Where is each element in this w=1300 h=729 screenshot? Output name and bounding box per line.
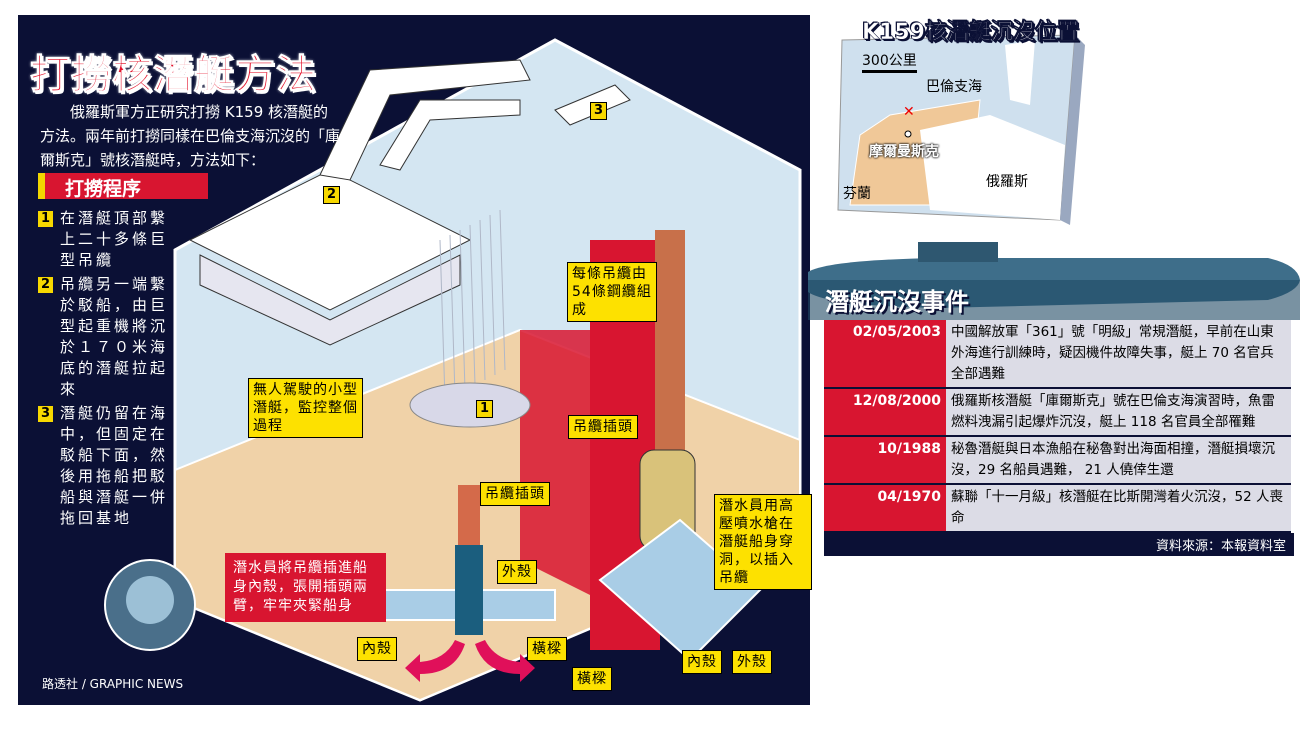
incident-description: 俄羅斯核潛艇「庫爾斯克」號在巴倫支海演習時，魚雷燃料洩漏引起爆炸沉沒，艇上 11… xyxy=(946,388,1291,437)
callout-beam: 橫樑 xyxy=(527,637,567,661)
submarine-illustration xyxy=(808,242,1300,320)
map-title: K159核潛艇沉沒位置 xyxy=(862,20,1079,46)
data-source: 資料來源：本報資料室 xyxy=(824,533,1294,556)
incident-date: 12/08/2000 xyxy=(824,388,946,437)
step-text: 在潛艇頂部繫上二十多條巨型吊纜 xyxy=(60,209,169,269)
step-text: 潛艇仍留在海中，但固定在駁船下面，然後用拖船把駁船與潛艇一併拖回基地 xyxy=(60,404,169,527)
intro-text: 俄羅斯軍方正研究打撈 K159 核潛艇的方法。兩年前打撈同樣在巴倫支海沉沒的「庫… xyxy=(40,103,341,169)
callout-inner-hull: 內殼 xyxy=(682,650,722,674)
callout-diver-insert: 潛水員將吊纜插進船身內殼，張開插頭兩臂，牢牢夾緊船身 xyxy=(225,553,386,622)
callout-rov: 無人駕駛的小型潛艇，監控整個過程 xyxy=(248,378,363,438)
cranes xyxy=(319,59,531,181)
map-label-sea: 巴倫支海 xyxy=(926,79,982,95)
seabed-red-wall-2 xyxy=(520,330,600,600)
location-map: ✕ xyxy=(837,34,1085,225)
cables xyxy=(439,209,506,401)
incidents-heading: 潛艇沉沒事件 xyxy=(825,288,969,316)
step-number: 2 xyxy=(38,277,53,293)
incident-date: 04/1970 xyxy=(824,484,946,533)
marker-2: 2 xyxy=(323,186,340,204)
marker-3: 3 xyxy=(590,102,607,120)
submarine-seabed xyxy=(409,382,531,428)
callout-outer-hull: 外殼 xyxy=(732,650,772,674)
page-title: 打撈核潛艇方法 xyxy=(30,52,317,99)
section-heading: 打撈程序 xyxy=(38,173,208,200)
map-label-finland: 芬蘭 xyxy=(843,186,871,202)
step-text: 吊纜另一端繫於駁船，由巨型起重機將沉於１７０米海底的潛艇拉起來 xyxy=(60,275,169,398)
step-number: 1 xyxy=(38,211,53,227)
map-scale: 300公里 xyxy=(862,50,917,73)
incident-date: 10/1988 xyxy=(824,436,946,485)
callout-plug: 吊纜插頭 xyxy=(480,482,550,506)
plug-shaft xyxy=(455,545,483,635)
callout-diver-drill: 潛水員用高壓噴水槍在潛艇船身穿洞，以插入吊纜 xyxy=(714,494,812,590)
crash-marker-icon: ✕ xyxy=(903,104,915,120)
step-number: 3 xyxy=(38,406,53,422)
callout-plug: 吊纜插頭 xyxy=(568,415,638,439)
incident-description: 秘魯潛艇與日本漁船在秘魯對出海面相撞，潛艇損壞沉沒，29 名船員遇難， 21 人… xyxy=(946,436,1291,485)
callout-cables: 每條吊纜由54條鋼纜組成 xyxy=(567,262,657,322)
credit: 路透社 / GRAPHIC NEWS xyxy=(42,677,184,691)
map-label-russia: 俄羅斯 xyxy=(986,174,1028,190)
incident-date: 02/05/2003 xyxy=(824,320,946,389)
marker-1: 1 xyxy=(476,400,493,418)
arrow-left-icon xyxy=(405,640,465,682)
callout-inner-hull: 內殼 xyxy=(357,637,397,661)
diver-illustration xyxy=(104,559,196,651)
callout-outer-hull: 外殼 xyxy=(497,560,537,584)
arrow-right-icon xyxy=(475,640,535,682)
barge-hull xyxy=(199,254,461,346)
map-label-city: 摩爾曼斯克 xyxy=(869,144,939,160)
callout-beam: 橫樑 xyxy=(572,667,612,691)
incident-description: 蘇聯「十一月級」核潛艇在比斯開灣着火沉沒，52 人喪命 xyxy=(946,484,1291,533)
incident-description: 中國解放軍「361」號「明級」常規潛艇，早前在山東外海進行訓練時，疑因機件故障失… xyxy=(946,320,1291,389)
city-dot xyxy=(904,130,912,138)
cable-column xyxy=(655,230,685,460)
cable-end xyxy=(458,485,480,545)
